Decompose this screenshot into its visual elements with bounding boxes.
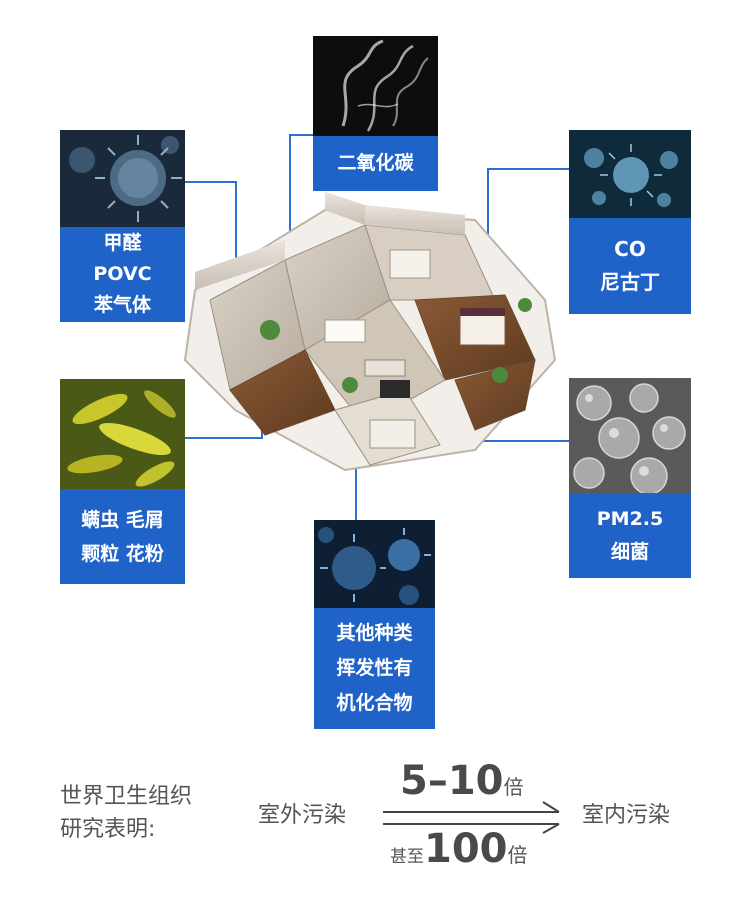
label-line: 螨虫 毛屑 (81, 508, 164, 531)
outdoor-label: 室外污染 (258, 803, 347, 828)
pollutant-card-pm25: PM2.5 细菌 (569, 378, 691, 578)
connector-line (289, 134, 313, 136)
label-line: POVC (93, 263, 152, 285)
who-note: 世界卫生组织 研究表明: (60, 780, 192, 846)
label-line: 其他种类 (336, 622, 413, 644)
particle-image (569, 378, 691, 493)
connector-line (185, 437, 263, 439)
floor-plan-illustration (175, 180, 575, 480)
pollutant-card-mites: 螨虫 毛屑 颗粒 花粉 (60, 379, 185, 584)
card-label: CO 尼古丁 (569, 218, 691, 314)
pollutant-card-co: CO 尼古丁 (569, 130, 691, 314)
label-line: 甲醛 (103, 232, 142, 254)
ratio-bottom: 甚至100倍 (390, 826, 528, 872)
equilibrium-arrow (383, 800, 573, 834)
label-line: 苯气体 (93, 294, 151, 316)
card-label: 二氧化碳 (313, 136, 438, 191)
connector-line (470, 440, 570, 442)
card-label: 其他种类 挥发性有 机化合物 (314, 608, 435, 729)
card-label: 螨虫 毛屑 颗粒 花粉 (60, 489, 185, 584)
label-line: 挥发性有 (336, 657, 413, 679)
label-line: 颗粒 花粉 (81, 542, 164, 565)
bacteria-image (60, 379, 185, 489)
connector-line (487, 168, 489, 268)
virus-image (60, 130, 185, 227)
ratio-bottom-unit: 倍 (507, 843, 528, 867)
ratio-top-unit: 倍 (503, 775, 524, 799)
ratio-bottom-prefix: 甚至 (390, 847, 424, 867)
virus-image (314, 520, 435, 608)
smoke-image (313, 36, 438, 136)
ratio-top: 5–10倍 (400, 758, 524, 804)
virus-image (569, 130, 691, 218)
who-note-line: 世界卫生组织 (60, 784, 193, 809)
card-label: PM2.5 细菌 (569, 493, 691, 578)
pollutant-card-co2: 二氧化碳 (313, 36, 438, 191)
label-line: 尼古丁 (600, 270, 660, 294)
ratio-bottom-number: 100 (424, 826, 508, 872)
connector-line (235, 181, 237, 286)
label-line: CO (614, 237, 646, 261)
label-line: 细菌 (610, 540, 649, 563)
connector-line (487, 168, 569, 170)
connector-line (289, 134, 291, 284)
card-label: 甲醛 POVC 苯气体 (60, 227, 185, 322)
connector-line (185, 181, 237, 183)
pollutant-card-formaldehyde: 甲醛 POVC 苯气体 (60, 130, 185, 322)
connector-line (355, 445, 357, 520)
label-line: PM2.5 (596, 507, 664, 530)
ratio-top-number: 5–10 (400, 758, 504, 804)
indoor-label: 室内污染 (582, 803, 671, 828)
who-note-line: 研究表明: (60, 817, 156, 842)
pollutant-card-voc: 其他种类 挥发性有 机化合物 (314, 520, 435, 729)
label-line: 机化合物 (336, 692, 413, 714)
label-line: 二氧化碳 (337, 152, 414, 174)
